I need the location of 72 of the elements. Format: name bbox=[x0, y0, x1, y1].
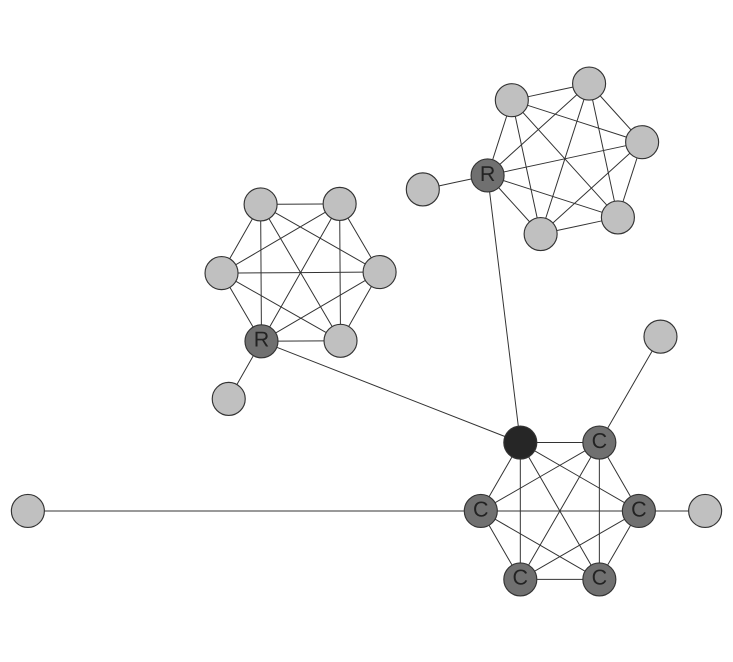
node-circle bbox=[244, 186, 278, 221]
connector bbox=[502, 180, 603, 212]
connector bbox=[238, 271, 364, 273]
node-circle bbox=[503, 424, 538, 460]
connector bbox=[522, 112, 608, 206]
connector bbox=[488, 456, 512, 496]
node-circle bbox=[362, 254, 397, 289]
connector bbox=[499, 94, 578, 164]
node-circle: C bbox=[622, 493, 656, 528]
node-circle bbox=[322, 186, 357, 220]
connector bbox=[536, 578, 584, 580]
node-circle: R bbox=[470, 158, 505, 192]
node-circle bbox=[688, 493, 722, 528]
connector bbox=[44, 510, 465, 511]
connector bbox=[527, 104, 627, 138]
node-circle bbox=[625, 124, 660, 159]
connector bbox=[492, 115, 508, 160]
connector bbox=[600, 95, 632, 130]
connector bbox=[276, 346, 506, 436]
connector bbox=[622, 157, 638, 202]
node-circle: C bbox=[582, 424, 616, 460]
node-circle bbox=[572, 66, 606, 100]
node-circle bbox=[600, 200, 635, 234]
node-circle bbox=[524, 216, 558, 251]
connector bbox=[503, 144, 626, 172]
node-circle bbox=[643, 319, 678, 354]
node-circle: R bbox=[244, 324, 279, 358]
connector bbox=[276, 203, 324, 204]
node-circle bbox=[212, 381, 246, 416]
connector bbox=[235, 280, 327, 333]
connector bbox=[607, 524, 631, 565]
connector bbox=[236, 354, 254, 384]
connector bbox=[514, 115, 538, 218]
node-circle bbox=[10, 493, 45, 528]
connector bbox=[552, 152, 630, 223]
connector bbox=[536, 442, 584, 443]
node-circle bbox=[494, 82, 529, 117]
connector bbox=[275, 279, 366, 333]
connector bbox=[655, 510, 689, 511]
connector bbox=[235, 211, 326, 265]
connector bbox=[498, 186, 530, 222]
connector bbox=[528, 86, 574, 97]
connector bbox=[494, 450, 586, 503]
connector bbox=[607, 350, 653, 428]
connector bbox=[438, 178, 472, 186]
connector bbox=[534, 518, 626, 572]
connector bbox=[528, 456, 592, 566]
node-circle: C bbox=[464, 493, 498, 528]
connector bbox=[592, 98, 615, 202]
connector bbox=[230, 286, 254, 327]
connector bbox=[545, 98, 584, 218]
connector bbox=[488, 524, 512, 565]
connector bbox=[494, 518, 586, 572]
connector bbox=[274, 212, 366, 264]
connector bbox=[348, 286, 372, 326]
connector bbox=[489, 190, 519, 426]
connector bbox=[598, 458, 600, 563]
connector bbox=[520, 458, 521, 563]
connector bbox=[229, 218, 253, 259]
node-circle bbox=[204, 256, 239, 290]
connector bbox=[534, 450, 626, 503]
connector bbox=[339, 219, 341, 324]
connector bbox=[260, 220, 262, 325]
connector bbox=[607, 456, 631, 496]
connector bbox=[278, 340, 324, 342]
node-circle bbox=[323, 323, 358, 358]
node-circle: C bbox=[582, 562, 616, 596]
node-circle bbox=[406, 172, 440, 206]
connector bbox=[496, 510, 623, 511]
connector bbox=[556, 220, 602, 230]
node-circle: C bbox=[503, 562, 538, 596]
connector bbox=[348, 217, 372, 258]
